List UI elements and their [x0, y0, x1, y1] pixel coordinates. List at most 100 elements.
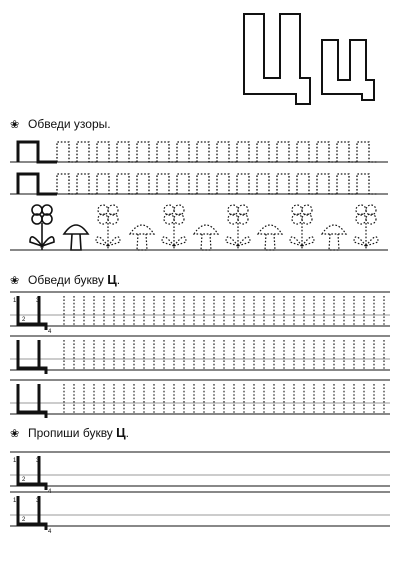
flower-icon: ❀	[10, 119, 20, 131]
flower-leaf	[225, 236, 240, 248]
dotted-pattern-segment	[236, 173, 257, 195]
flower-petal	[237, 213, 249, 225]
mushroom-cap	[320, 224, 348, 235]
flower-leaf	[364, 236, 379, 248]
sample-letter-stroke	[16, 296, 48, 330]
flower-icon: ❀	[10, 428, 20, 440]
flower-petal	[291, 204, 303, 216]
section-text: Обведи букву	[28, 273, 104, 287]
flower-petal	[41, 213, 53, 225]
section-header-write-letter: ❀ Пропиши букву Ц.	[10, 425, 129, 440]
dotted-pattern-segment	[136, 141, 157, 163]
flower-petal	[355, 213, 367, 225]
flower-petal	[163, 213, 175, 225]
dotted-pattern-segment	[276, 173, 297, 195]
dotted-pattern-segment	[336, 141, 357, 163]
flower-petal	[227, 204, 239, 216]
dotted-pattern-segment	[316, 173, 337, 195]
stroke-number-1: 1	[13, 298, 17, 304]
dotted-pattern-segment	[116, 141, 137, 163]
flower-petal	[163, 204, 175, 216]
mushroom-stem	[264, 233, 276, 251]
mushroom-cap	[192, 224, 220, 235]
outline-capital-ts	[243, 13, 311, 105]
section-letter: Ц	[107, 272, 117, 287]
mushroom-cap	[128, 224, 156, 235]
stroke-number-4: 4	[48, 529, 52, 535]
dotted-pattern-segment	[156, 173, 177, 195]
sample-letter-stroke	[16, 456, 48, 490]
dotted-pattern-segment	[136, 173, 157, 195]
flower-leaf	[300, 236, 315, 248]
flower-leaf	[353, 236, 368, 248]
section-tail: .	[125, 426, 129, 440]
dotted-pattern-segment	[356, 173, 377, 195]
sample-letter-stroke	[16, 340, 48, 374]
dotted-pattern-segment	[96, 141, 117, 163]
mushroom-stem	[200, 233, 212, 251]
stroke-number-4: 4	[48, 329, 52, 335]
dotted-pattern-segment	[256, 141, 277, 163]
stroke-number-3: 3	[36, 298, 40, 304]
dotted-pattern-segment	[56, 173, 77, 195]
flower-petal	[291, 213, 303, 225]
dotted-pattern-segment	[156, 141, 177, 163]
flower-petal	[355, 204, 367, 216]
flower-leaf	[106, 236, 121, 248]
dotted-pattern-segment	[56, 141, 77, 163]
flower-petal	[237, 204, 249, 216]
dotted-pattern-segment	[76, 141, 97, 163]
section-text: Пропиши букву	[28, 426, 113, 440]
flower-leaf	[39, 236, 55, 248]
dotted-pattern-segment	[216, 173, 237, 195]
dotted-pattern-segment	[96, 173, 117, 195]
dotted-pattern-segment	[296, 141, 317, 163]
dotted-pattern-segment	[196, 173, 217, 195]
flower-leaf	[161, 236, 176, 248]
flower-petal	[227, 213, 239, 225]
dotted-pattern-segment	[356, 141, 377, 163]
stroke-number-3: 3	[36, 458, 40, 464]
flower-leaf	[236, 236, 251, 248]
dotted-pattern-segment	[216, 141, 237, 163]
dotted-pattern-segment	[296, 173, 317, 195]
flower-petal	[301, 213, 313, 225]
sample-letter-stroke	[16, 384, 48, 418]
flower-petal	[97, 213, 109, 225]
stroke-number-1: 1	[13, 458, 17, 464]
flower-icon: ❀	[10, 275, 20, 287]
dotted-pattern-segment	[176, 173, 197, 195]
dotted-pattern-segment	[236, 141, 257, 163]
solid-pattern-start	[16, 140, 57, 164]
section-header-trace-letter: ❀ Обведи букву Ц.	[10, 272, 120, 287]
outline-lowercase-ts	[321, 39, 375, 101]
mushroom-stem	[136, 233, 148, 251]
flower-petal	[97, 204, 109, 216]
dotted-pattern-segment	[76, 173, 97, 195]
mushroom-stem	[70, 233, 82, 251]
stroke-number-2: 2	[22, 517, 26, 523]
stroke-number-1: 1	[13, 498, 17, 504]
section-tail: .	[116, 273, 121, 287]
flower-leaf	[95, 236, 110, 248]
dotted-pattern-segment	[256, 173, 277, 195]
section-letter: Ц	[116, 425, 126, 440]
dotted-pattern-segment	[316, 141, 337, 163]
dotted-pattern-segment	[176, 141, 197, 163]
stroke-number-2: 2	[22, 317, 26, 323]
flower-leaf	[289, 236, 304, 248]
solid-pattern-start	[16, 172, 57, 196]
section-header-patterns: ❀ Обведи узоры.	[10, 117, 111, 131]
mushroom-cap	[256, 224, 284, 235]
mushroom-cap	[62, 224, 90, 235]
flower-leaf	[172, 236, 187, 248]
dotted-pattern-segment	[116, 173, 137, 195]
stroke-number-3: 3	[36, 498, 40, 504]
mushroom-stem	[328, 233, 340, 251]
flower-petal	[365, 204, 377, 216]
flower-petal	[173, 204, 185, 216]
section-text: Обведи узоры.	[28, 117, 111, 131]
flower-petal	[173, 213, 185, 225]
